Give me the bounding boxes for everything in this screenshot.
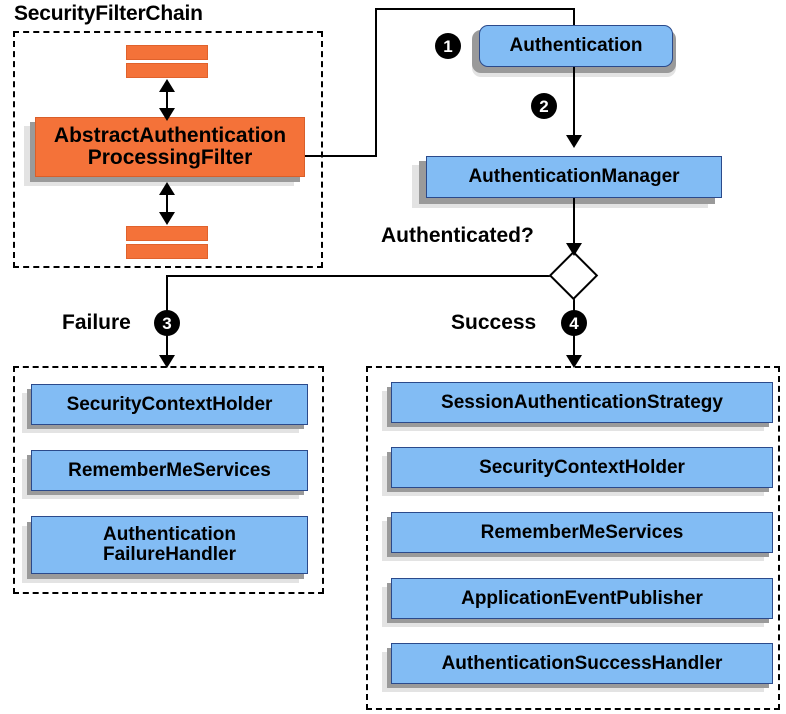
edge-label-authenticated: Authenticated? [381, 224, 534, 247]
filter-bar-bottom-2 [126, 244, 208, 259]
arrowhead-down-bottombars [159, 212, 175, 225]
node-success-application-event-publisher[interactable]: ApplicationEventPublisher [391, 578, 773, 619]
node-success-security-context-holder[interactable]: SecurityContextHolder [391, 447, 773, 488]
node-label-line1: Authentication [103, 524, 236, 546]
arrowhead-auth-to-manager [566, 135, 582, 148]
node-label: SessionAuthenticationStrategy [441, 391, 723, 413]
node-success-session-authentication-strategy[interactable]: SessionAuthenticationStrategy [391, 382, 773, 423]
edge-label-success: Success [451, 311, 537, 334]
node-label: AuthenticationSuccessHandler [441, 652, 723, 674]
filter-bar-bottom-1 [126, 226, 208, 241]
arrowhead-up-filter-bottom [159, 182, 175, 195]
node-success-remember-me-services[interactable]: RememberMeServices [391, 512, 773, 553]
connector-filter-to-auth-v [375, 8, 377, 157]
node-label: AuthenticationManager [468, 166, 680, 188]
connector-manager-to-decision [573, 198, 575, 256]
filter-bar-top-2 [126, 63, 208, 78]
connector-filter-bottombars [166, 188, 168, 218]
connector-topbars-filter [166, 85, 168, 115]
node-failure-remember-me-services[interactable]: RememberMeServices [31, 450, 308, 491]
node-label: RememberMeServices [480, 521, 684, 543]
arrowhead-success [566, 355, 582, 368]
arrowhead-failure [159, 355, 175, 368]
node-label: ApplicationEventPublisher [461, 587, 703, 609]
node-label-line1: AbstractAuthentication [53, 123, 287, 147]
node-label-line2: ProcessingFilter [87, 146, 253, 169]
connector-filter-to-auth-h1 [305, 155, 377, 157]
arrowhead-manager-to-decision [566, 243, 582, 256]
filter-bar-top-1 [126, 45, 208, 60]
arrowhead-up-topbars [159, 79, 175, 92]
node-label: RememberMeServices [68, 459, 271, 481]
node-label: SecurityContextHolder [66, 393, 273, 415]
node-success-authentication-success-handler[interactable]: AuthenticationSuccessHandler [391, 643, 773, 684]
group-box-security-filter-chain [13, 31, 323, 268]
connector-decision-to-failure-h [166, 275, 557, 277]
node-failure-authentication-failure-handler[interactable]: Authentication FailureHandler [31, 516, 308, 574]
node-failure-security-context-holder[interactable]: SecurityContextHolder [31, 384, 308, 425]
connector-into-auth-top [573, 8, 575, 30]
decision-diamond-authenticated [548, 250, 599, 301]
node-authentication-manager[interactable]: AuthenticationManager [426, 156, 722, 198]
step-badge-2: 2 [531, 93, 557, 119]
node-label: Authentication [509, 35, 643, 57]
arrowhead-down-filter-top [159, 108, 175, 121]
step-badge-3: 3 [154, 310, 180, 336]
step-badge-4: 4 [561, 310, 587, 336]
connector-auth-to-manager [573, 67, 575, 139]
connector-filter-to-auth-h2 [375, 8, 575, 10]
node-label: SecurityContextHolder [479, 456, 685, 478]
step-badge-1: 1 [435, 33, 461, 59]
node-authentication[interactable]: Authentication [479, 25, 673, 67]
node-label-line2: FailureHandler [102, 544, 237, 565]
group-title-security-filter-chain: SecurityFilterChain [14, 2, 203, 25]
edge-label-failure: Failure [62, 311, 131, 334]
node-abstract-authentication-processing-filter[interactable]: AbstractAuthentication ProcessingFilter [35, 117, 305, 177]
